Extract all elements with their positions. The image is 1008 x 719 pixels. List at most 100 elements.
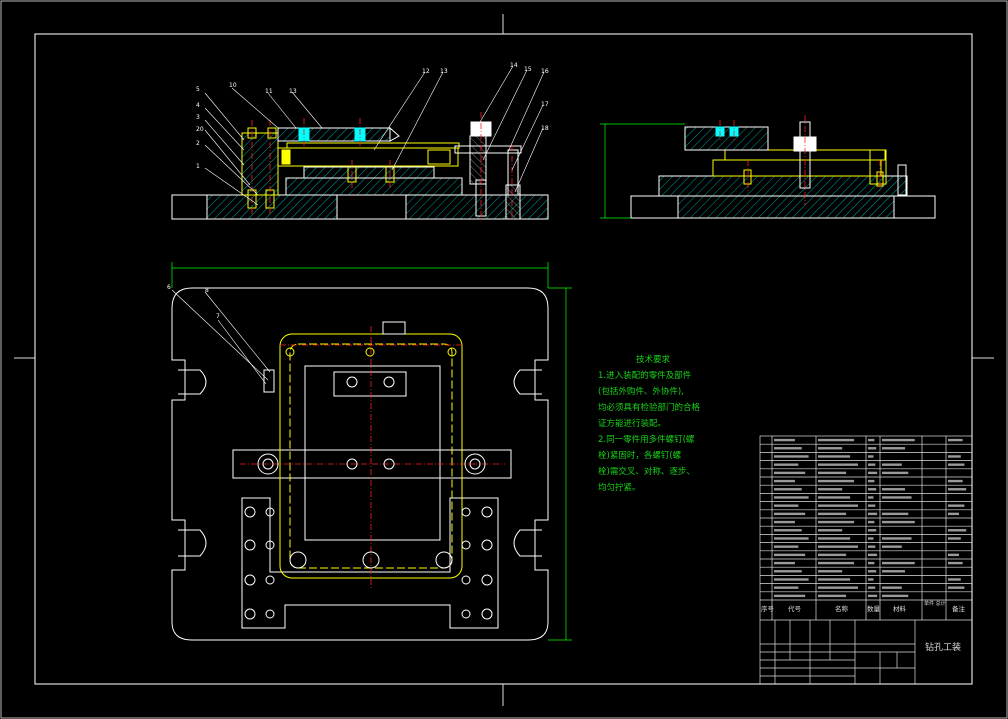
bom-cell-text xyxy=(882,471,909,475)
bom-cell-text xyxy=(774,504,799,507)
technical-requirements: 技术要求 1.进入装配的零件及部件 (包括外购件、外协件), 均必须具有检验部门… xyxy=(598,352,716,496)
balloon-5: 5 xyxy=(196,86,200,93)
balloon-18: 17 xyxy=(541,101,549,108)
bom-cell-text xyxy=(868,512,878,516)
top-view-balloons: 6 8 7 xyxy=(167,284,220,320)
bom-cell-text xyxy=(774,570,802,573)
bom-cell-text xyxy=(774,447,802,450)
front-view-balloons: 5 4 3 20 2 1 10 11 13 12 13 14 15 16 17 … xyxy=(196,62,549,170)
bom-cell-text xyxy=(818,586,859,589)
bom-cell-text xyxy=(818,529,843,532)
bom-cell-text xyxy=(882,447,906,450)
bom-cell-text xyxy=(774,488,802,491)
side-height-dimension xyxy=(600,123,685,219)
title-block xyxy=(759,435,973,685)
bom-header-weight: 单件 总计 xyxy=(924,601,946,607)
bom-cell-text xyxy=(818,447,843,450)
bom-cell-text xyxy=(868,447,877,450)
bom-cell-text xyxy=(774,561,795,565)
balloon-14: 13 xyxy=(440,68,448,75)
bom-header-code: 代号 xyxy=(788,605,801,613)
bom-cell-text xyxy=(774,545,799,548)
note-line-6: 栓)紧固时，各螺钉(螺 xyxy=(598,451,682,461)
bom-cell-text xyxy=(774,578,809,581)
bom-cell-text xyxy=(948,553,959,557)
bom-cell-text xyxy=(868,455,874,458)
bom-cell-text xyxy=(882,512,909,516)
bom-cell-text xyxy=(948,529,967,532)
balloon-13: 12 xyxy=(422,68,430,75)
bom-cell-text xyxy=(818,463,859,466)
bom-cell-text xyxy=(882,537,912,540)
bom-cell-text xyxy=(948,578,961,581)
bom-cell-text xyxy=(882,570,906,573)
svg-text:6: 6 xyxy=(167,284,171,291)
bom-header-seq: 序号 xyxy=(761,605,774,613)
bom-header-material: 材料 xyxy=(893,605,906,613)
bom-cell-text xyxy=(774,520,795,524)
balloon-16: 15 xyxy=(524,66,532,73)
bom-cell-text xyxy=(818,479,855,483)
bom-cell-text xyxy=(818,496,851,499)
bom-cell-text xyxy=(868,537,874,540)
bom-cell-text xyxy=(774,594,806,598)
top-view-dimensions xyxy=(171,262,572,641)
note-line-7: 栓)需交叉、对称、逐步、 xyxy=(598,467,695,477)
bom-cell-text xyxy=(868,520,875,524)
top-view xyxy=(171,287,549,641)
bom-cell-text xyxy=(774,553,806,557)
bom-cell-text xyxy=(882,594,909,598)
bom-cell-text xyxy=(818,455,851,458)
bom-entries xyxy=(774,438,967,598)
bom-cell-text xyxy=(818,594,847,598)
balloon-4: 4 xyxy=(196,102,200,109)
technical-requirements-title: 技术要求 xyxy=(635,355,670,365)
bom-cell-text xyxy=(774,586,799,589)
bom-cell-text xyxy=(818,570,843,573)
front-view-leaders xyxy=(204,65,545,206)
balloon-10: 10 xyxy=(229,82,237,89)
bom-header-note: 备注 xyxy=(952,605,965,613)
bom-cell-text xyxy=(818,578,851,581)
bom-cell-text xyxy=(818,561,855,565)
bom-cell-text xyxy=(882,561,915,565)
bom-cell-text xyxy=(818,553,847,557)
svg-text:7: 7 xyxy=(216,313,220,320)
top-view-holes xyxy=(244,347,493,620)
bom-cell-text xyxy=(948,537,961,540)
bom-cell-text xyxy=(882,463,902,466)
bom-cell-text xyxy=(868,471,878,475)
bom-cell-text xyxy=(948,438,963,442)
bom-cell-text xyxy=(948,488,967,491)
bom-cell-text xyxy=(818,537,851,540)
bom-cell-text xyxy=(818,504,859,507)
bom-cell-text xyxy=(948,561,963,565)
bom-cell-text xyxy=(868,586,876,589)
bom-header-name: 名称 xyxy=(835,605,848,613)
bom-cell-text xyxy=(882,488,906,491)
bom-cell-text xyxy=(948,463,965,466)
bom-cell-text xyxy=(948,512,959,516)
bom-cell-text xyxy=(948,479,963,483)
bom-cell-text xyxy=(868,463,876,466)
bom-cell-text xyxy=(948,455,961,458)
bom-cell-text xyxy=(774,512,806,516)
bom-cell-text xyxy=(882,545,902,548)
bom-cell-text xyxy=(948,504,965,507)
bom-cell-text xyxy=(818,438,855,442)
bom-cell-text xyxy=(774,529,802,532)
balloon-17: 16 xyxy=(541,68,549,75)
bom-cell-text xyxy=(882,586,902,589)
bom-cell-text xyxy=(774,438,795,442)
note-line-4: 证方能进行装配。 xyxy=(598,419,667,429)
side-view xyxy=(630,115,936,219)
balloon-12: 13 xyxy=(289,88,297,95)
bom-cell-text xyxy=(882,496,912,499)
bom-cell-text xyxy=(868,504,876,507)
bom-cell-text xyxy=(818,488,843,491)
bom-cell-text xyxy=(868,553,878,557)
bom-cell-text xyxy=(818,520,855,524)
bom-cell-text xyxy=(868,578,874,581)
balloon-19: 18 xyxy=(541,125,549,132)
